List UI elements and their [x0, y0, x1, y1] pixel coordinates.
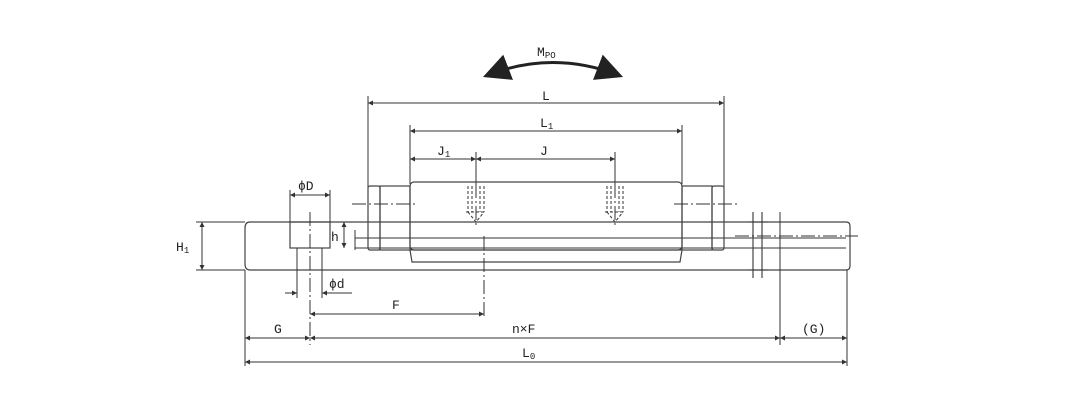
dimension-L1	[409, 125, 683, 184]
dimension-H1	[196, 221, 245, 271]
guide-rail	[244, 221, 851, 271]
carriage-block	[352, 181, 740, 263]
dimension-phiD-label: ϕD	[298, 179, 314, 194]
dimension-L1-label: L1	[540, 116, 553, 132]
dimension-nF-label: n×F	[512, 322, 535, 337]
dimension-J-label: J	[540, 144, 548, 159]
dimension-F-label: F	[392, 298, 400, 313]
dimension-phiD	[289, 190, 331, 222]
rail-break-symbol	[748, 212, 768, 278]
dimension-J1-label: J1	[437, 144, 450, 160]
dimension-phid-label: ϕd	[329, 277, 345, 292]
dimension-G-paren-label: (G)	[802, 322, 825, 337]
dimension-L-label: L	[542, 89, 550, 104]
dimension-L0-label: L0	[522, 346, 535, 362]
block-tapped-hole-left	[466, 184, 486, 228]
dimension-h-label: h	[331, 230, 339, 245]
moment-arrow	[482, 54, 624, 80]
dimension-L	[367, 96, 725, 190]
dimension-G-label: G	[274, 322, 282, 337]
dimension-J1-J	[410, 152, 616, 184]
rail-mounting-hole	[289, 212, 331, 345]
dimension-phid	[285, 270, 352, 298]
dimension-H1-label: H1	[176, 240, 189, 256]
moment-label: MPO	[537, 45, 556, 61]
block-tapped-hole-right	[605, 184, 625, 228]
